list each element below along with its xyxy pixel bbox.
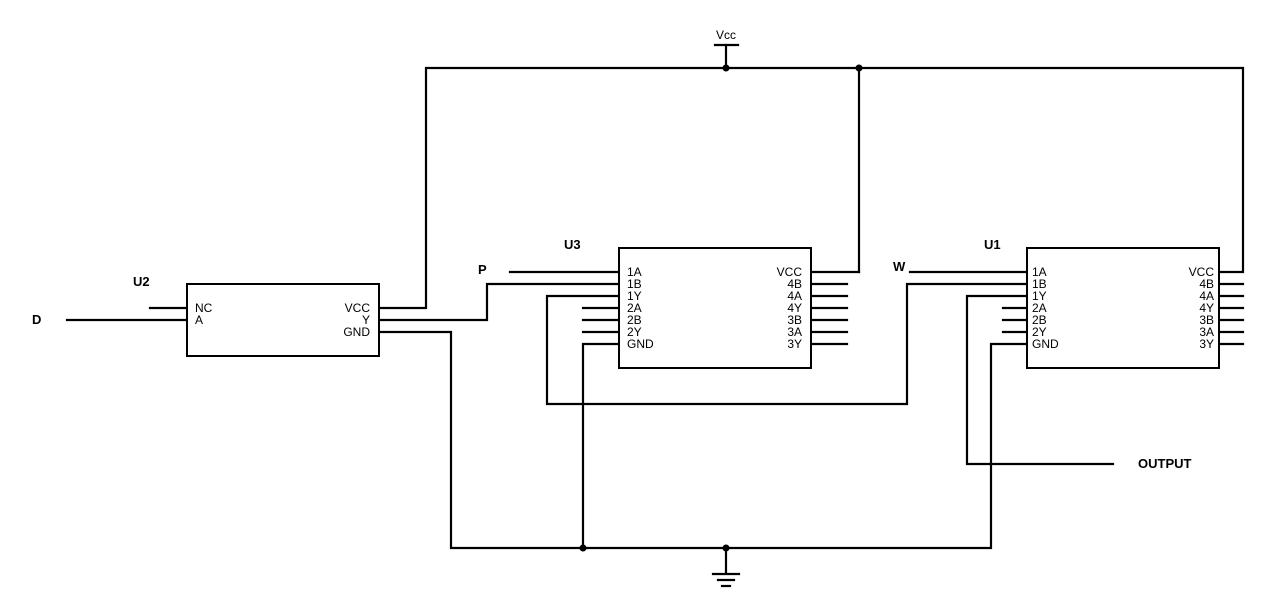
net-p: P bbox=[478, 262, 621, 277]
net-u2-y-to-u3-1b bbox=[378, 282, 621, 322]
u1-pin-2y: 2Y bbox=[1032, 325, 1047, 339]
u2-pin-a: A bbox=[195, 313, 203, 327]
u2-pin-gnd: GND bbox=[343, 325, 370, 339]
u1-pin-1b: 1B bbox=[1032, 277, 1047, 291]
junction-dot bbox=[579, 544, 587, 552]
component-u2: U2 NC A VCC Y GND bbox=[133, 274, 380, 357]
net-d: D bbox=[32, 312, 189, 327]
u3-pin-3y: 3Y bbox=[787, 337, 802, 351]
u3-pin-3a: 3A bbox=[787, 325, 802, 339]
u3-ref-label: U3 bbox=[564, 237, 581, 252]
net-label-output: OUTPUT bbox=[1138, 456, 1192, 471]
u3-pin-2b: 2B bbox=[627, 313, 642, 327]
u1-pin-3y: 3Y bbox=[1199, 337, 1214, 351]
u1-ref-label: U1 bbox=[984, 237, 1001, 252]
u1-pin-vcc: VCC bbox=[1189, 265, 1215, 279]
u2-pin-vcc: VCC bbox=[345, 301, 371, 315]
vcc-rail bbox=[378, 64, 1245, 310]
junction-dot bbox=[855, 64, 863, 72]
u3-pin-4y: 4Y bbox=[787, 301, 802, 315]
u1-pin-4b: 4B bbox=[1199, 277, 1214, 291]
u2-ref-label: U2 bbox=[133, 274, 150, 289]
u1-pin-1a: 1A bbox=[1032, 265, 1047, 279]
u3-pin-1y: 1Y bbox=[627, 289, 642, 303]
u3-body bbox=[618, 247, 812, 369]
net-label-p: P bbox=[478, 262, 487, 277]
u3-pin-vcc: VCC bbox=[777, 265, 803, 279]
u2-pin-y: Y bbox=[362, 313, 370, 327]
u1-pin-1y: 1Y bbox=[1032, 289, 1047, 303]
ground-icon bbox=[711, 572, 741, 588]
pin-stubs bbox=[148, 282, 1245, 346]
u1-pin-4a: 4A bbox=[1199, 289, 1214, 303]
u1-pin-3a: 3A bbox=[1199, 325, 1214, 339]
u1-pin-3b: 3B bbox=[1199, 313, 1214, 327]
u3-pin-4a: 4A bbox=[787, 289, 802, 303]
u3-pin-2y: 2Y bbox=[627, 325, 642, 339]
u3-pin-2a: 2A bbox=[627, 301, 642, 315]
u3-pin-3b: 3B bbox=[787, 313, 802, 327]
vcc-label: Vcc bbox=[716, 28, 736, 42]
u3-pin-gnd: GND bbox=[627, 337, 654, 351]
net-u3-1y-to-u1-1b bbox=[545, 282, 1029, 406]
net-output: OUTPUT bbox=[965, 294, 1192, 471]
u2-pin-nc: NC bbox=[195, 301, 213, 315]
u3-pin-1a: 1A bbox=[627, 265, 642, 279]
component-u3: U3 1A 1B 1Y 2A 2B 2Y GND VCC 4B 4A 4Y 3B… bbox=[564, 237, 812, 369]
gnd-rail bbox=[378, 330, 1029, 575]
net-w: W bbox=[893, 259, 1029, 274]
u1-pin-2a: 2A bbox=[1032, 301, 1047, 315]
net-label-d: D bbox=[32, 312, 41, 327]
component-u1: U1 1A 1B 1Y 2A 2B 2Y GND VCC 4B 4A 4Y 3B… bbox=[984, 237, 1220, 369]
vcc-symbol: Vcc bbox=[713, 28, 740, 70]
u3-pin-4b: 4B bbox=[787, 277, 802, 291]
u2-body bbox=[186, 283, 380, 357]
net-label-w: W bbox=[893, 259, 906, 274]
u1-pin-4y: 4Y bbox=[1199, 301, 1214, 315]
u1-pin-2b: 2B bbox=[1032, 313, 1047, 327]
junction-dot bbox=[722, 64, 730, 72]
u1-body bbox=[1026, 247, 1220, 369]
junction-dot bbox=[722, 544, 730, 552]
u1-pin-gnd: GND bbox=[1032, 337, 1059, 351]
u3-pin-1b: 1B bbox=[627, 277, 642, 291]
